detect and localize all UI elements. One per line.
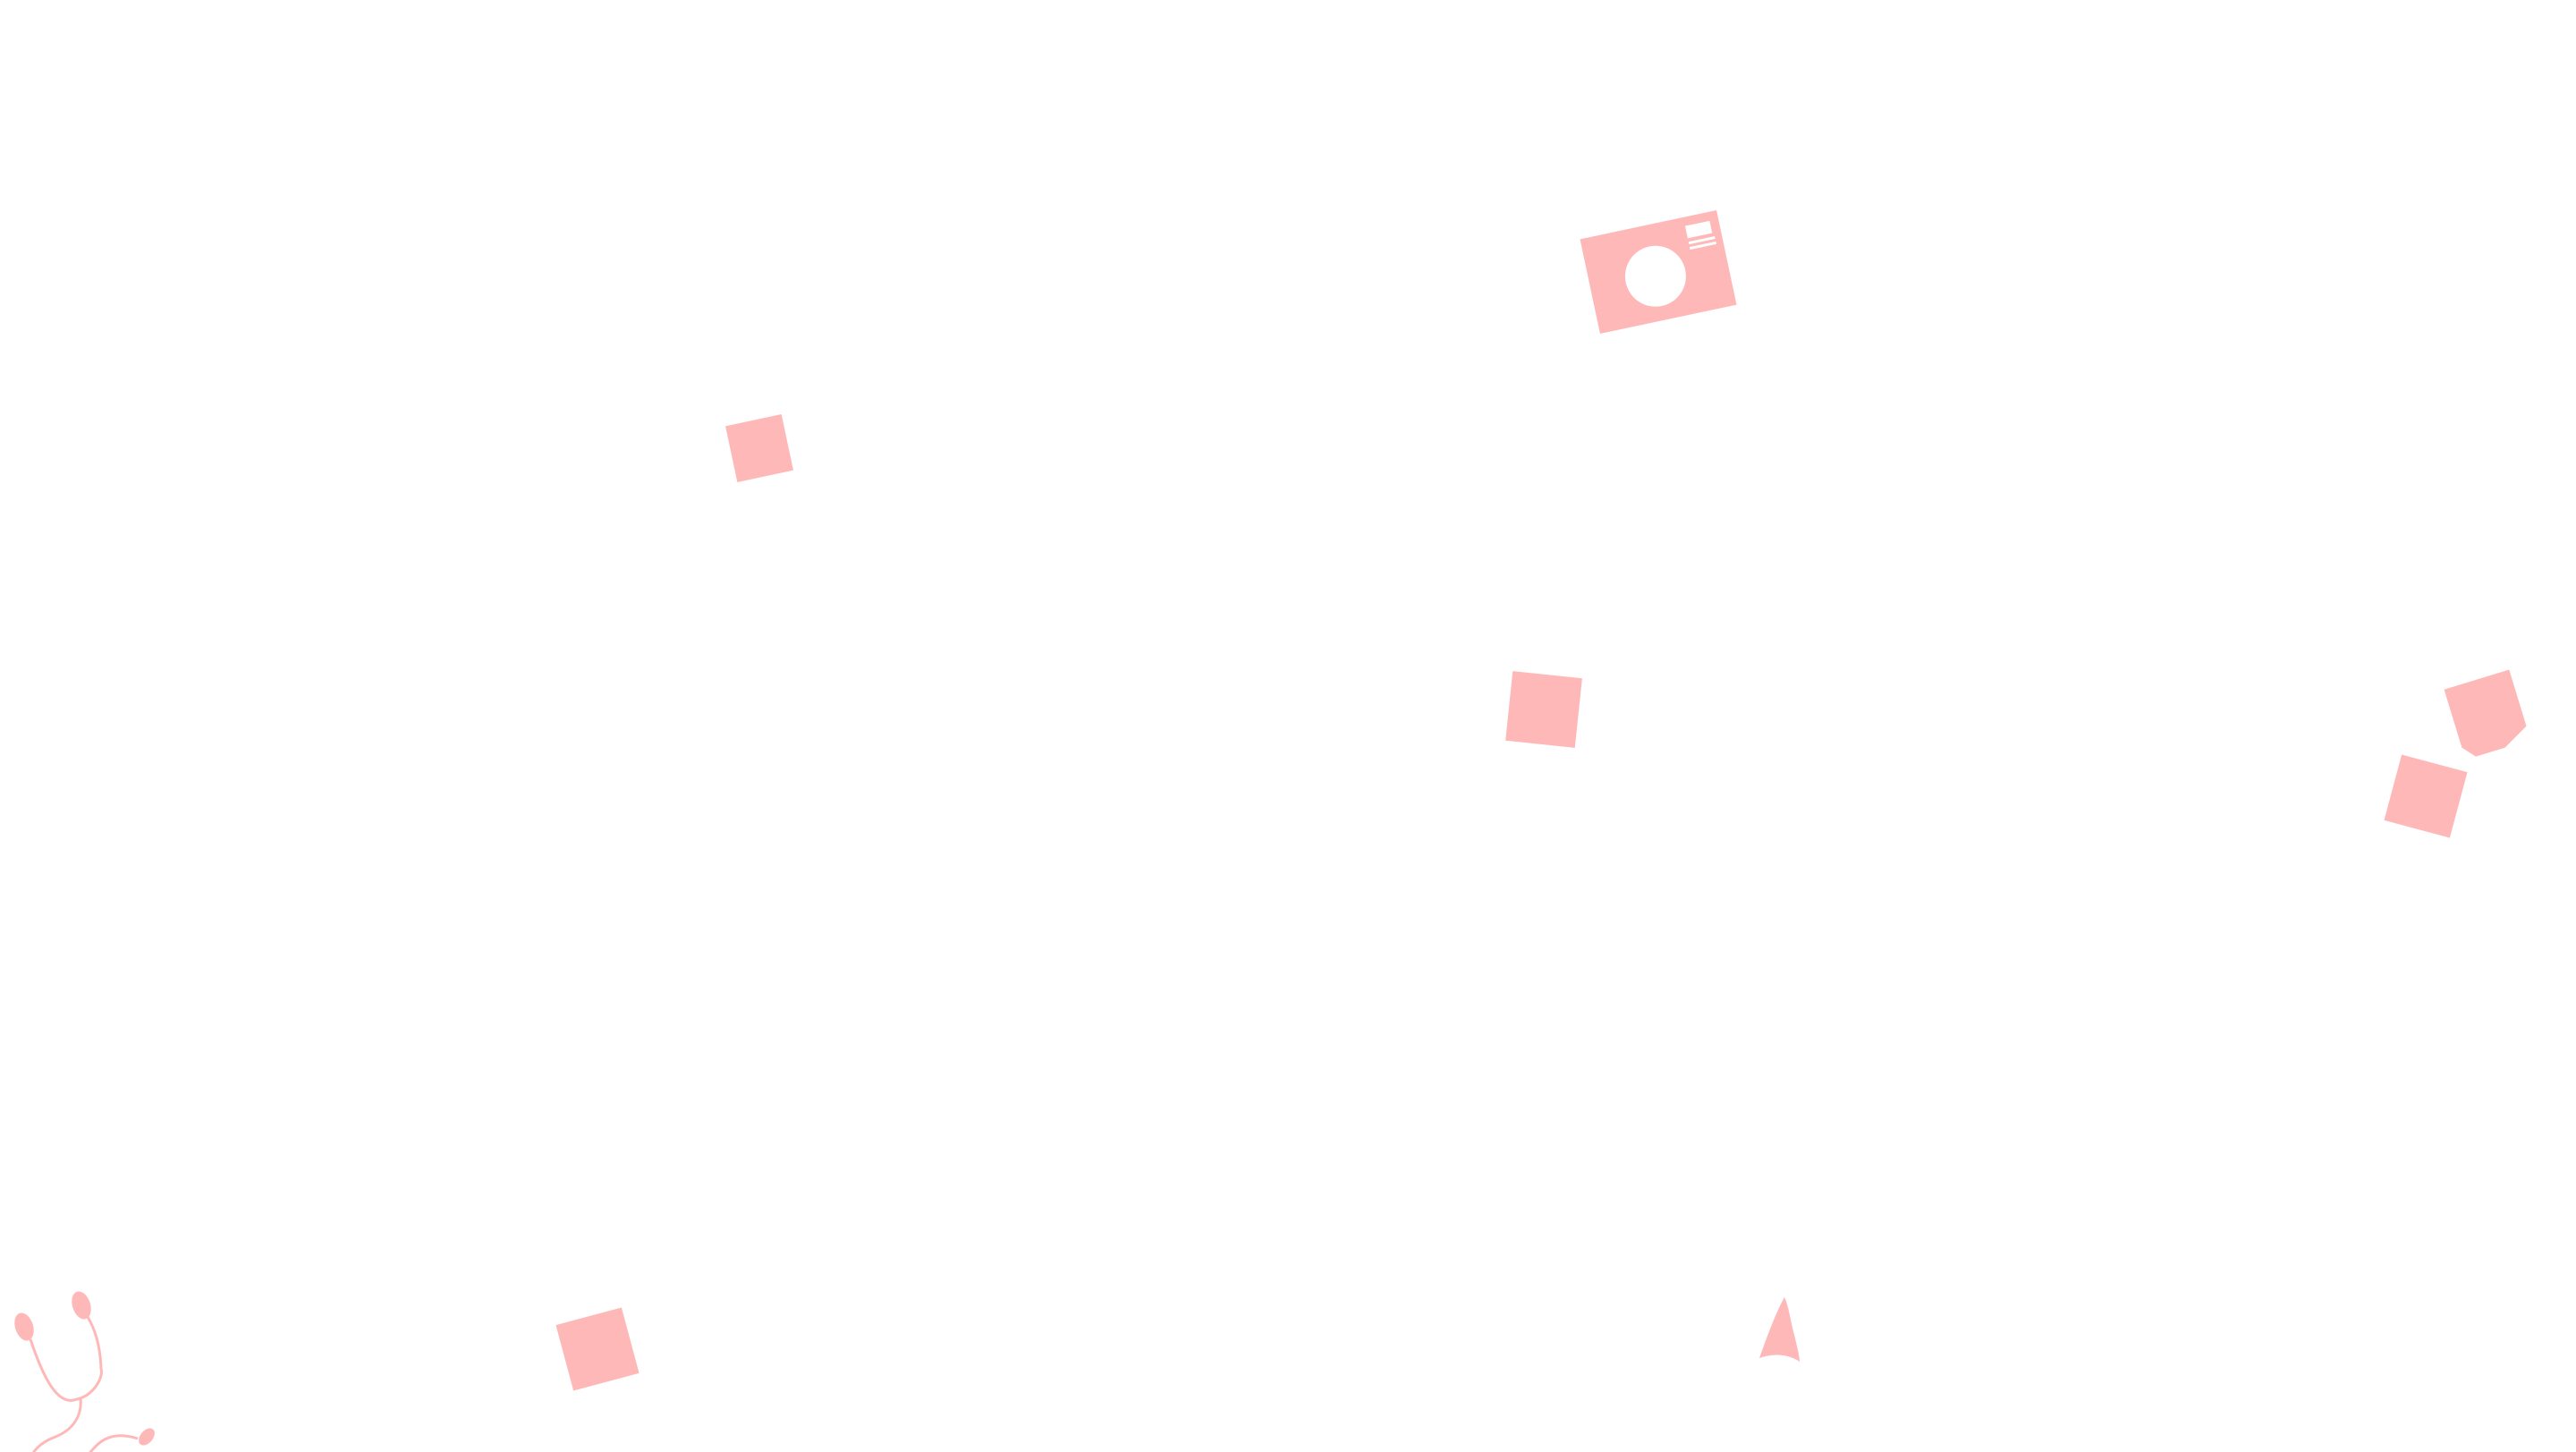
earphones-icon [14,1291,155,1452]
cone-shape [1759,1297,1800,1362]
square-shape-1 [725,414,793,482]
square-shape-4 [555,1307,640,1391]
square-shape-2 [1505,671,1582,748]
pentagon-shape [2444,669,2527,757]
square-shape-3 [2384,754,2468,838]
camera-icon [1580,209,1737,335]
